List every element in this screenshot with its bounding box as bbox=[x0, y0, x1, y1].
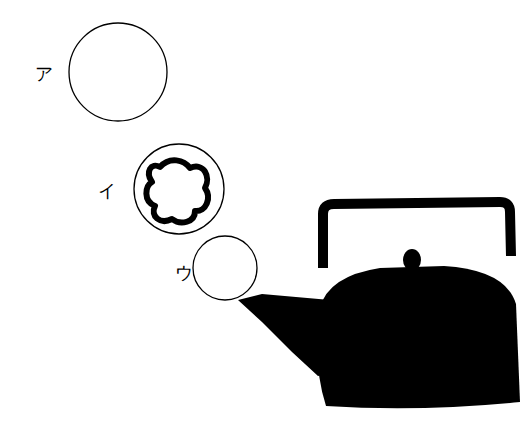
steam-circle: イ bbox=[133, 143, 225, 235]
circle-outline bbox=[133, 143, 225, 235]
callout-letter: ア bbox=[35, 65, 53, 83]
circle-outline bbox=[192, 235, 258, 301]
circle-outline bbox=[68, 22, 168, 122]
circle-shape bbox=[193, 236, 257, 300]
kettle-body bbox=[317, 266, 520, 408]
steam-circle: ア bbox=[68, 22, 168, 122]
circle-shape bbox=[69, 23, 167, 121]
steam-blob bbox=[146, 160, 208, 222]
steam-circle: ウ bbox=[192, 235, 258, 301]
callout-letter: ウ bbox=[175, 264, 193, 282]
circle-shape bbox=[134, 144, 224, 234]
callout-letter: イ bbox=[98, 182, 116, 200]
